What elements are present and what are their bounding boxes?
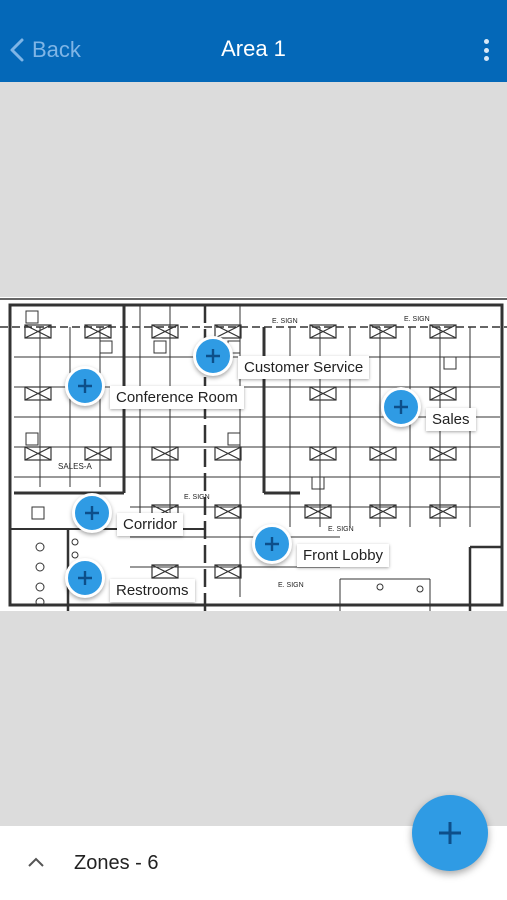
zone-pin-front-lobby[interactable] [252, 524, 292, 564]
zone-pin-conference-room[interactable] [65, 366, 105, 406]
floorplan-label-e-sign: E. SIGN [278, 582, 304, 589]
zone-pin-customer-service[interactable] [193, 336, 233, 376]
chevron-up-icon[interactable] [26, 854, 46, 870]
zone-label-restrooms[interactable]: Restrooms [110, 579, 195, 602]
floorplan-label-e-sign: E. SIGN [272, 318, 298, 325]
zone-label-customer-service[interactable]: Customer Service [238, 356, 370, 379]
zone-pin-restrooms[interactable] [65, 558, 105, 598]
floorplan-label-e-sign: E. SIGN [184, 494, 210, 501]
add-zone-button[interactable] [412, 795, 488, 871]
zone-label-sales[interactable]: Sales [426, 408, 476, 431]
plus-icon [206, 349, 220, 363]
floorplan-label-e-sign: E. SIGN [404, 316, 430, 323]
plus-icon [78, 571, 92, 585]
zone-pin-corridor[interactable] [72, 493, 112, 533]
zone-label-conference-room[interactable]: Conference Room [110, 386, 244, 409]
back-label: Back [32, 37, 81, 62]
zone-label-front-lobby[interactable]: Front Lobby [297, 544, 390, 567]
app-bar: Back Area 1 [0, 0, 507, 82]
zones-count-label: Zones - 6 [74, 852, 159, 874]
back-button[interactable]: Back [8, 30, 81, 70]
zone-pin-sales[interactable] [381, 387, 421, 427]
chevron-left-icon [10, 38, 24, 62]
floorplan-label-sales-a: SALES-A [58, 462, 92, 471]
zone-label-corridor[interactable]: Corridor [117, 513, 184, 536]
plus-icon [265, 537, 279, 551]
plus-icon [394, 400, 408, 414]
floorplan-label-e-sign: E. SIGN [328, 526, 354, 533]
plus-icon [439, 822, 461, 844]
plus-icon [78, 379, 92, 393]
more-options-icon[interactable] [479, 36, 493, 64]
plus-icon [85, 506, 99, 520]
page-title: Area 1 [221, 36, 286, 61]
